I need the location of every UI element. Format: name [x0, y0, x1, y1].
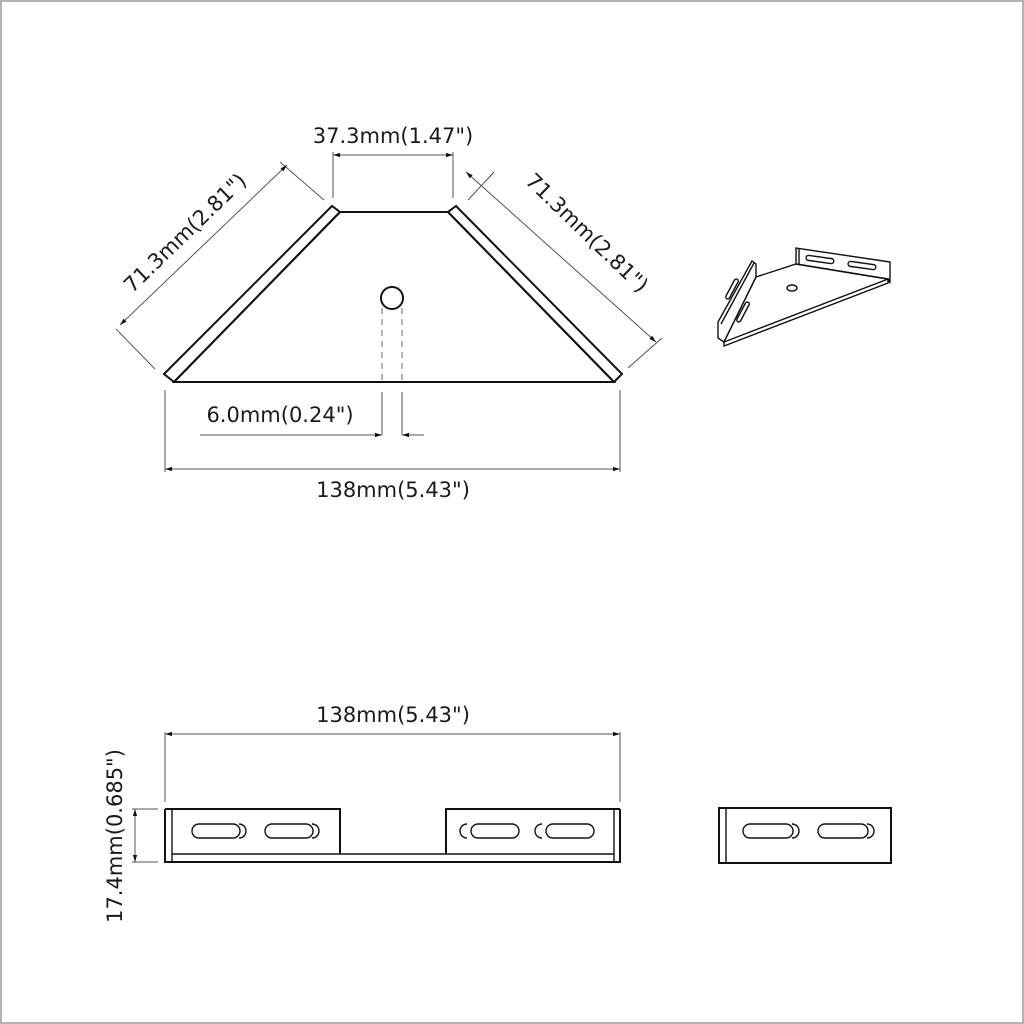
slot-edge	[866, 823, 875, 839]
ext-line	[279, 161, 325, 201]
label-total-width-front: 138mm(5.43")	[316, 703, 470, 727]
dim-line-right-side	[465, 171, 657, 343]
slot-edge	[534, 823, 543, 839]
iso-hole	[786, 284, 798, 292]
ext-line	[627, 337, 663, 369]
front-right-panel	[445, 808, 620, 854]
front-view: 138mm(5.43") 17.4mm(0.685")	[103, 703, 621, 923]
side-slot	[742, 823, 794, 839]
mount-hole	[380, 286, 404, 310]
iso-view	[717, 247, 891, 348]
front-left-panel	[165, 808, 341, 854]
iso-slot	[736, 301, 750, 323]
slot-edge	[311, 823, 320, 839]
side-slot	[817, 823, 869, 839]
label-hole-offset: 6.0mm(0.24")	[206, 403, 353, 427]
slot	[470, 823, 520, 839]
label-right-side: 71.3mm(2.81")	[521, 169, 653, 298]
iso-plate-edge	[723, 279, 889, 348]
side-view	[718, 807, 892, 864]
slot	[264, 823, 314, 839]
slot-edge	[791, 823, 800, 839]
slot-edge	[238, 823, 247, 839]
side-flange	[718, 807, 892, 864]
ext-line	[115, 328, 156, 370]
iso-flange-thickness	[720, 262, 755, 325]
iso-slot	[847, 260, 877, 271]
iso-left-flange	[717, 259, 757, 344]
slot	[191, 823, 241, 839]
label-top-width: 37.3mm(1.47")	[313, 124, 473, 148]
iso-slot	[805, 254, 835, 265]
label-height: 17.4mm(0.685")	[103, 749, 127, 923]
top-view: 37.3mm(1.47") 71.3mm(2.81") 71.3mm(2.81"…	[115, 124, 663, 502]
slot-edge	[459, 823, 468, 839]
dim-line-left-side	[119, 164, 288, 326]
iso-slot	[725, 278, 739, 300]
slot	[545, 823, 595, 839]
front-base	[164, 809, 621, 863]
label-total-width-top: 138mm(5.43")	[316, 478, 470, 502]
iso-back-flange	[795, 247, 891, 284]
label-left-side: 71.3mm(2.81")	[119, 169, 251, 298]
